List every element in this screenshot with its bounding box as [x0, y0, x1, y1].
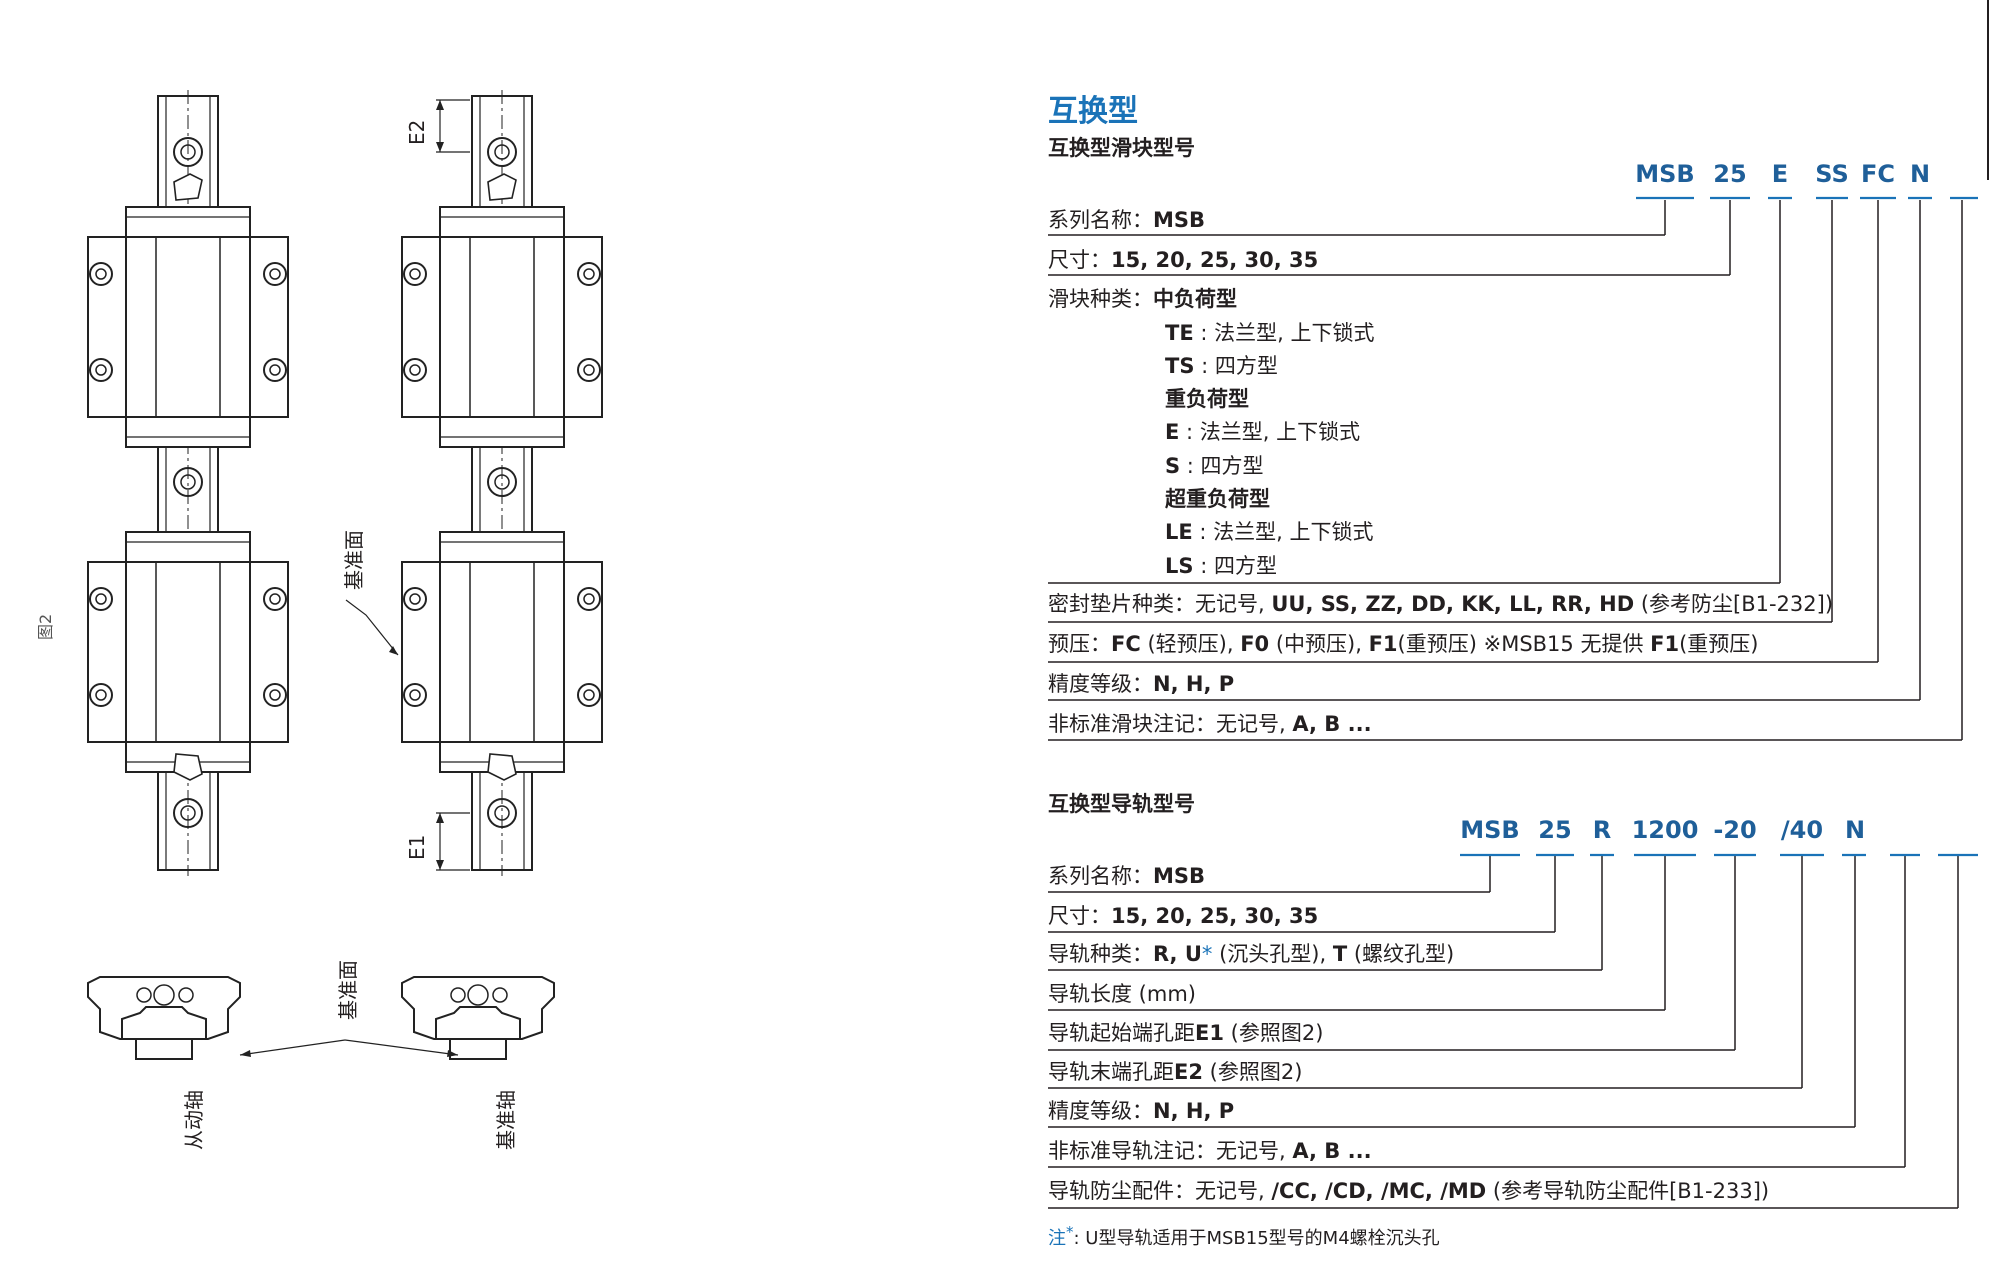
code-token: /40: [1780, 816, 1824, 844]
code-token: N: [1844, 816, 1866, 844]
code-token: N: [1909, 160, 1931, 188]
rail-nonstd-row: 非标准导轨注记：无记号, A, B ...: [1048, 1139, 1372, 1163]
code-token: 25: [1538, 816, 1572, 844]
rail-start-row: 导轨起始端孔距E1 (参照图2): [1048, 1021, 1324, 1045]
block-type-te: TE : 法兰型, 上下锁式: [1165, 321, 1375, 345]
rail-end-row: 导轨末端孔距E2 (参照图2): [1048, 1060, 1303, 1084]
code-token: R: [1592, 816, 1612, 844]
block-size-row: 尺寸：15, 20, 25, 30, 35: [1048, 248, 1319, 272]
block-type-ts: TS : 四方型: [1165, 354, 1278, 378]
code-token: 1200: [1631, 816, 1699, 844]
code-token: MSB: [1460, 816, 1520, 844]
rail-size-row: 尺寸：15, 20, 25, 30, 35: [1048, 904, 1319, 928]
code-token: MSB: [1635, 160, 1695, 188]
block-type-row: 滑块种类：中负荷型: [1048, 287, 1237, 311]
block-type-s: S : 四方型: [1165, 454, 1264, 478]
code-token: -20: [1713, 816, 1757, 844]
code-token: FC: [1860, 160, 1895, 188]
rail-dust-row: 导轨防尘配件：无记号, /CC, /CD, /MC, /MD (参考导轨防尘配件…: [1048, 1179, 1770, 1203]
rail-code-title: 互换型导轨型号: [1048, 792, 1195, 816]
block-seal-row: 密封垫片种类：无记号, UU, SS, ZZ, DD, KK, LL, RR, …: [1048, 592, 1834, 616]
block-type-ls: LS : 四方型: [1165, 554, 1277, 578]
code-token: SS: [1815, 160, 1849, 188]
code-token: E: [1771, 160, 1789, 188]
block-code-title: 互换型滑块型号: [1048, 136, 1195, 160]
block-preload-row: 预压：FC (轻预压), F0 (中预压), F1(重预压) ※MSB15 无提…: [1048, 632, 1759, 656]
block-accuracy-row: 精度等级：N, H, P: [1048, 672, 1235, 696]
rail-length-row: 导轨长度 (mm): [1048, 982, 1196, 1006]
block-type-le: LE : 法兰型, 上下锁式: [1165, 520, 1374, 544]
rail-type-row: 导轨种类：R, U* (沉头孔型), T (螺纹孔型): [1048, 942, 1455, 966]
footnote: 注*: U型导轨适用于MSB15型号的M4螺栓沉头孔: [1048, 1223, 1440, 1249]
rail-series-row: 系列名称：MSB: [1048, 864, 1206, 888]
rail-accuracy-row: 精度等级：N, H, P: [1048, 1099, 1235, 1123]
block-type-super: 超重负荷型: [1165, 487, 1270, 511]
section-title: 互换型: [1048, 94, 1138, 129]
block-series-row: 系列名称：MSB: [1048, 208, 1206, 232]
block-nonstd-row: 非标准滑块注记：无记号, A, B ...: [1048, 712, 1372, 736]
code-token: 25: [1713, 160, 1747, 188]
block-type-heavy: 重负荷型: [1165, 387, 1249, 411]
block-type-e: E : 法兰型, 上下锁式: [1165, 420, 1361, 444]
